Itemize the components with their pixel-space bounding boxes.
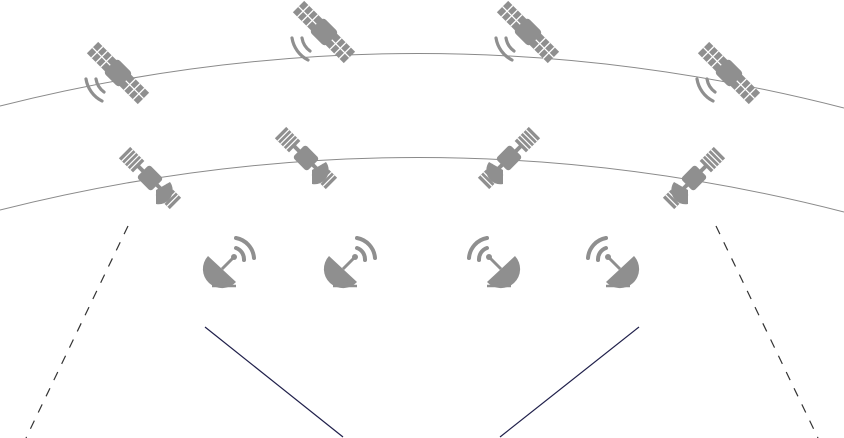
satellite-icon bbox=[697, 42, 760, 104]
inner-orbit-line bbox=[0, 157, 844, 213]
satellite-icon bbox=[661, 145, 727, 211]
left-dashed-line bbox=[25, 225, 129, 438]
satellite-dish-icon bbox=[467, 236, 523, 291]
satellite-icon bbox=[273, 125, 339, 191]
satellite-icon bbox=[292, 1, 355, 63]
left-solid-line bbox=[204, 326, 344, 438]
satellite-icon bbox=[496, 1, 559, 63]
satellite-dish-icon bbox=[200, 236, 256, 291]
right-solid-line bbox=[499, 326, 640, 438]
satellite-icon bbox=[117, 145, 183, 211]
satellite-icon bbox=[86, 42, 149, 104]
satellite-dish-icon bbox=[321, 236, 377, 291]
satellite-icon bbox=[476, 125, 542, 191]
right-dashed-line bbox=[715, 225, 819, 438]
satellite-dish-icon bbox=[586, 236, 642, 291]
